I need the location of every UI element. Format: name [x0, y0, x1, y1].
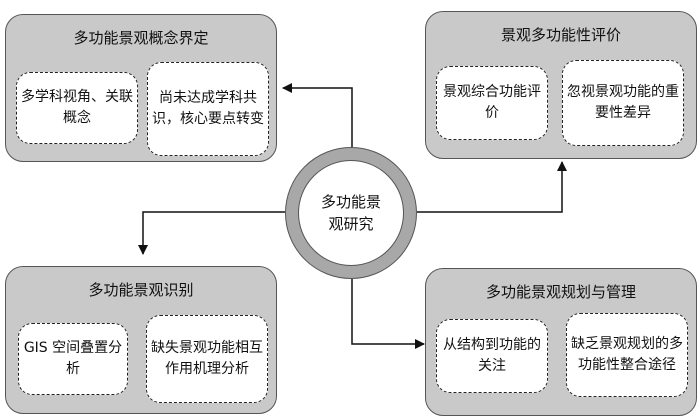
item-lack-integration: 缺乏景观规划的多功能性整合途径: [566, 313, 688, 397]
arrow-to-multifunction-evaluation: [417, 161, 567, 213]
arrow-to-landscape-identification: [138, 211, 285, 255]
panel-title: 多功能景观概念界定: [73, 29, 209, 47]
center-label: 多功能景观研究: [298, 160, 404, 266]
item-no-consensus: 尚未达成学科共识，核心要点转变: [147, 62, 269, 156]
center-text: 多功能景观研究: [320, 193, 381, 233]
item-missing-mechanism: 缺失景观功能相互作用机理分析: [146, 315, 268, 403]
panel-planning-management: 多功能景观规划与管理 从结构到功能的关注 缺乏景观规划的多功能性整合途径: [425, 268, 697, 416]
panel-landscape-identification: 多功能景观识别 GIS 空间叠置分析 缺失景观功能相互作用机理分析: [5, 266, 277, 414]
arrow-to-concept-definition: [282, 83, 353, 147]
item-structure-to-function: 从结构到功能的关注: [436, 319, 548, 393]
panel-title: 景观多功能性评价: [500, 26, 621, 44]
panel-multifunction-evaluation: 景观多功能性评价 景观综合功能评价 忽视景观功能的重要性差异: [425, 11, 697, 159]
panel-title: 多功能景观识别: [88, 281, 194, 299]
item-multidisciplinary: 多学科视角、关联概念: [16, 72, 138, 144]
item-gis-overlay: GIS 空间叠置分析: [18, 323, 128, 395]
panel-concept-definition: 多功能景观概念界定 多学科视角、关联概念 尚未达成学科共识，核心要点转变: [5, 14, 277, 162]
item-ignored-importance: 忽视景观功能的重要性差异: [562, 60, 684, 146]
arrow-to-planning-management: [351, 279, 425, 349]
panel-title: 多功能景观规划与管理: [485, 283, 636, 301]
item-comprehensive-evaluation: 景观综合功能评价: [436, 66, 548, 140]
